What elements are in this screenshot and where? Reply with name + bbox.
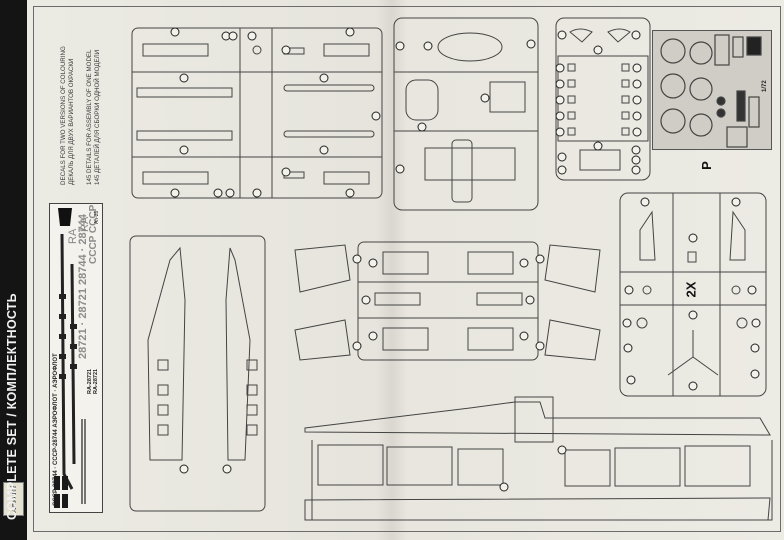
decal-graphics <box>54 208 86 508</box>
window-decals <box>59 294 77 379</box>
photo-etch-scale: 1/72 <box>762 80 768 92</box>
window-parts <box>567 63 630 136</box>
sprue-engines <box>619 192 767 397</box>
section-banner: Amodel COMPLETE SET / КОМПЛЕКТНОСТЬ <box>0 0 27 540</box>
multiplier-label: 2X <box>683 281 699 298</box>
brand-logo: Amodel <box>3 482 24 516</box>
part-number-markers <box>170 27 761 492</box>
photo-etch-fret <box>652 30 772 150</box>
sprue-canopy <box>393 17 539 211</box>
sprue-tail <box>294 241 601 361</box>
sprue-wing <box>304 396 773 521</box>
bottom-decal-blocks <box>54 476 68 508</box>
sprue-fuselage <box>129 235 266 512</box>
decal-sheet: CCCP-28744 · CCCP-28744 АЭРОФЛОТ · АЭРОФ… <box>49 203 103 513</box>
photo-etch-parts <box>660 34 762 148</box>
tail-stripe-decal <box>58 208 72 226</box>
sprue-interior <box>131 27 383 199</box>
photo-etch-label: P <box>698 161 714 170</box>
page-frame <box>33 6 781 532</box>
